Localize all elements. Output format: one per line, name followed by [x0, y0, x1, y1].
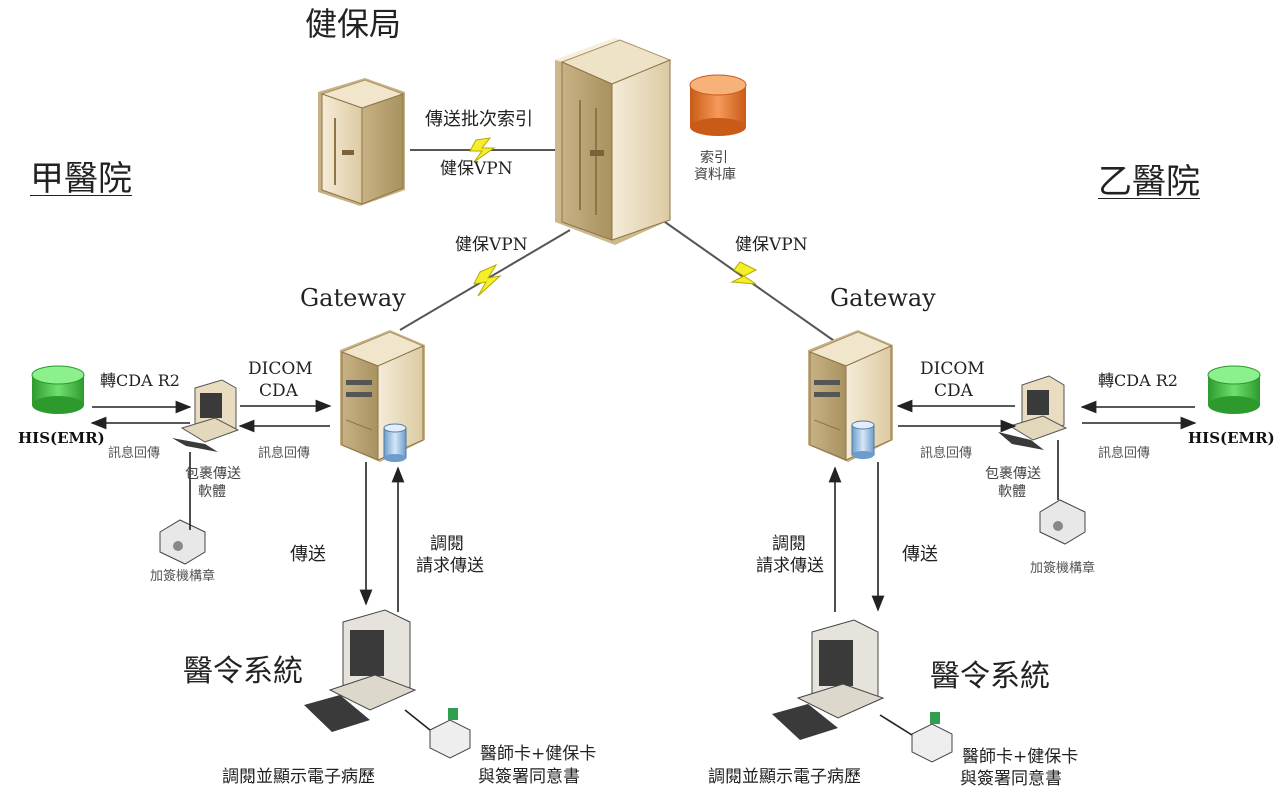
- left-send-label: 傳送: [290, 544, 326, 565]
- index-database-icon: [689, 74, 747, 136]
- lightning-icons: [469, 137, 758, 297]
- nhi-side-server-icon: [318, 78, 405, 206]
- right-send-label: 傳送: [902, 544, 938, 565]
- left-msg-back-1: 訊息回傳: [108, 446, 161, 461]
- left-dicom-label: DICOM: [248, 359, 313, 379]
- left-gateway-server-icon: [340, 330, 425, 462]
- left-to-cda-label: 轉CDA R2: [100, 371, 180, 390]
- right-card-reader-icon: [911, 712, 953, 763]
- lightning-icon: [730, 261, 758, 285]
- right-arrows: [828, 399, 1197, 736]
- left-gateway-db-icon: [383, 423, 407, 462]
- right-msg-back-1: 訊息回傳: [920, 446, 973, 461]
- left-pkg-software-1: 包裹傳送: [185, 466, 241, 482]
- nhi-central-server-icon: [555, 38, 672, 245]
- right-his-db-icon: [1207, 365, 1261, 414]
- right-gateway-label: Gateway: [830, 284, 936, 312]
- left-pkg-software-2: 軟體: [198, 484, 226, 500]
- vpn-right-label: 健保VPN: [735, 235, 808, 255]
- right-his-label: HIS(EMR): [1188, 429, 1275, 447]
- left-card-reader-icon: [429, 708, 471, 759]
- left-msg-back-2: 訊息回傳: [258, 446, 311, 461]
- left-retrieve-2: 請求傳送: [416, 556, 484, 576]
- index-db-label-2: 資料庫: [694, 167, 736, 183]
- right-order-system-label: 醫令系統: [930, 659, 1050, 694]
- left-card-label-1: 醫師卡+健保卡: [480, 744, 597, 764]
- left-retrieve-1: 調閱: [430, 534, 464, 554]
- right-retrieve-2: 請求傳送: [756, 556, 824, 576]
- right-workstation-icon: [998, 375, 1068, 450]
- left-card-label-2: 與簽署同意書: [478, 767, 580, 787]
- left-gateway-label: Gateway: [300, 284, 406, 312]
- left-his-db-icon: [31, 365, 85, 414]
- right-order-pc-icon: [772, 619, 885, 740]
- left-sign-seal-label: 加簽機構章: [150, 569, 216, 584]
- left-seal-device-icon: [159, 519, 206, 565]
- right-card-label-2: 與簽署同意書: [960, 769, 1062, 789]
- right-view-emr-label: 調閱並顯示電子病歷: [708, 767, 861, 787]
- right-sign-seal-label: 加簽機構章: [1030, 561, 1096, 576]
- hospital-b-title: 乙醫院: [1098, 162, 1200, 202]
- right-gateway-db-icon: [851, 420, 875, 459]
- vpn-top-label: 健保VPN: [440, 159, 513, 179]
- right-seal-device-icon: [1039, 499, 1086, 545]
- lightning-icon: [469, 137, 496, 163]
- right-dicom-label: DICOM: [920, 359, 985, 379]
- right-to-cda-label: 轉CDA R2: [1098, 371, 1178, 390]
- left-cda-label: CDA: [259, 381, 298, 401]
- batch-index-label: 傳送批次索引: [425, 109, 533, 130]
- right-pkg-software-1: 包裹傳送: [985, 466, 1041, 482]
- vpn-left-label: 健保VPN: [455, 235, 528, 255]
- nhi-title: 健保局: [305, 5, 402, 43]
- left-view-emr-label: 調閱並顯示電子病歷: [222, 767, 375, 787]
- right-gateway-server-icon: [808, 330, 893, 462]
- left-workstation-icon: [172, 379, 240, 452]
- left-his-label: HIS(EMR): [18, 429, 105, 447]
- right-cda-label: CDA: [934, 381, 973, 401]
- right-card-label-1: 醫師卡+健保卡: [962, 747, 1079, 767]
- right-msg-back-2: 訊息回傳: [1098, 446, 1151, 461]
- index-db-label-1: 索引: [700, 150, 728, 166]
- right-retrieve-1: 調閱: [772, 534, 806, 554]
- lightning-icon: [473, 263, 502, 297]
- right-pkg-software-2: 軟體: [998, 484, 1026, 500]
- hospital-a-title: 甲醫院: [30, 159, 132, 199]
- left-order-system-label: 醫令系統: [183, 654, 303, 689]
- left-arrows: [90, 399, 431, 731]
- left-order-pc-icon: [304, 609, 417, 732]
